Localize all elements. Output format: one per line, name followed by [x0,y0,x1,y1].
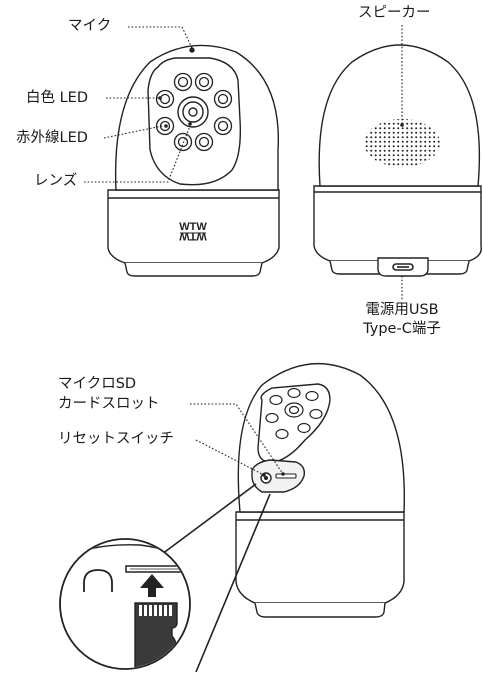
wtw-logo: WTW WTW [179,221,207,242]
side-base [235,511,405,604]
sd-slot-small [275,473,297,479]
label-usb-line2: Type-C端子 [363,321,441,337]
zoom-lines [149,483,271,673]
label-usb-line1: 電源用USB [365,302,439,318]
zoom-detail [59,538,191,670]
label-mic: マイク [68,18,112,34]
svg-text:WTW: WTW [179,230,207,242]
label-speaker: スピーカー [358,5,431,21]
side-leaders [190,403,284,475]
microsd-card-icon [134,602,178,668]
side-led-ring [265,387,323,440]
label-ir-led: 赤外線LED [16,130,88,146]
logo-text: WTW [179,221,207,233]
label-white-led: 白色 LED [26,90,89,106]
label-reset: リセットスイッチ [58,431,174,447]
front-leaders [84,26,193,183]
label-sd-line1: マイクロSD [58,376,137,392]
usb-c-port-icon [377,257,429,277]
front-camera: WTW WTW [107,44,280,277]
reset-button-icon [83,569,113,592]
back-dome [318,44,481,187]
arrow-up-icon [140,574,164,597]
side-camera [235,362,406,618]
back-camera [313,44,482,277]
label-lens: レンズ [34,173,78,189]
lens-icon [177,96,209,128]
back-base [313,185,482,262]
speaker-grille-icon [364,119,440,167]
label-sd-line2: カードスロット [58,396,160,412]
microphone-icon [189,47,195,53]
